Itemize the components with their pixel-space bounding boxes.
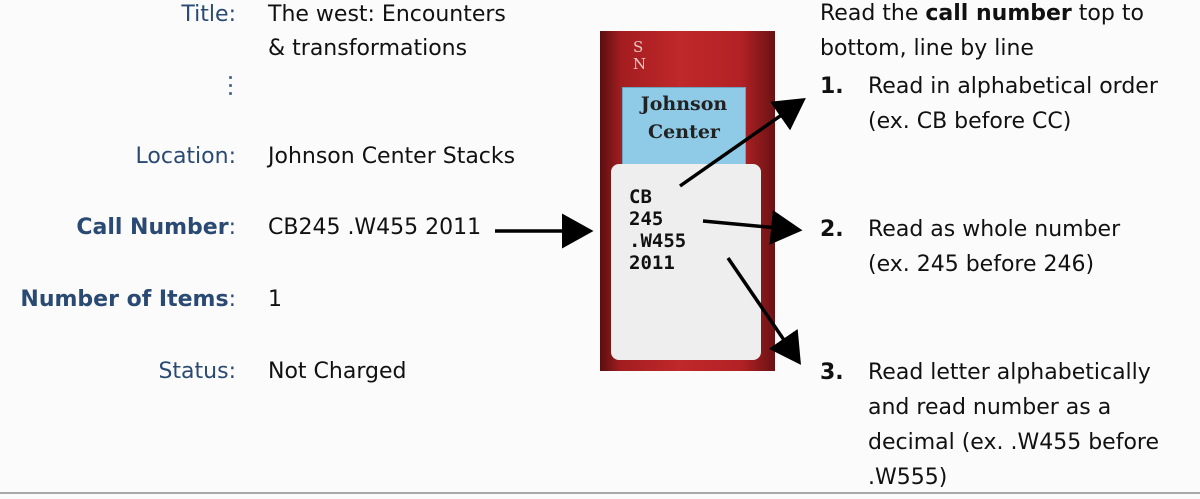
number-of-items-label: Number of Items: [20, 287, 236, 312]
spine-call-line: CB [629, 186, 652, 208]
instructions-intro: Read the call number top to bottom, line… [820, 1, 1144, 61]
title-value-line1: The west: Encounters [268, 2, 506, 27]
book-spine-photo: S N Johnson Center CB 245 .W455 2011 [600, 31, 775, 371]
call-number-label-sticker: CB 245 .W455 2011 [611, 164, 761, 360]
step-1-text: Read in alphabetical order (ex. CB befor… [868, 74, 1158, 134]
spine-top-letters: S N [633, 38, 648, 73]
location-value: Johnson Center Stacks [268, 144, 516, 169]
title-value-line2: & transformations [268, 36, 468, 61]
step-3-text: Read letter alphabetically and read numb… [868, 360, 1159, 490]
more-dots-icon[interactable] [229, 76, 233, 100]
status-value: Not Charged [268, 359, 407, 384]
location-sticker: Johnson Center [622, 87, 746, 171]
spine-call-line: .W455 [629, 230, 687, 252]
arrow-to-step-2 [702, 209, 803, 245]
step-2-text: Read as whole number (ex. 245 before 246… [868, 217, 1121, 277]
call-number-label: Call Number: [76, 215, 236, 240]
step-2-number: 2. [820, 217, 844, 242]
step-3-number: 3. [820, 360, 844, 385]
spine-call-line: 245 [629, 208, 664, 230]
number-of-items-value: 1 [268, 287, 282, 312]
status-label: Status: [158, 359, 236, 384]
bottom-divider [0, 492, 1200, 494]
spine-call-line: 2011 [629, 252, 675, 274]
step-1-number: 1. [820, 74, 844, 99]
arrow-to-step-3 [726, 257, 801, 365]
location-label: Location: [135, 144, 236, 169]
arrow-to-step-1 [678, 97, 806, 188]
call-number-value: CB245 .W455 2011 [268, 215, 482, 240]
title-label: Title: [181, 2, 236, 27]
